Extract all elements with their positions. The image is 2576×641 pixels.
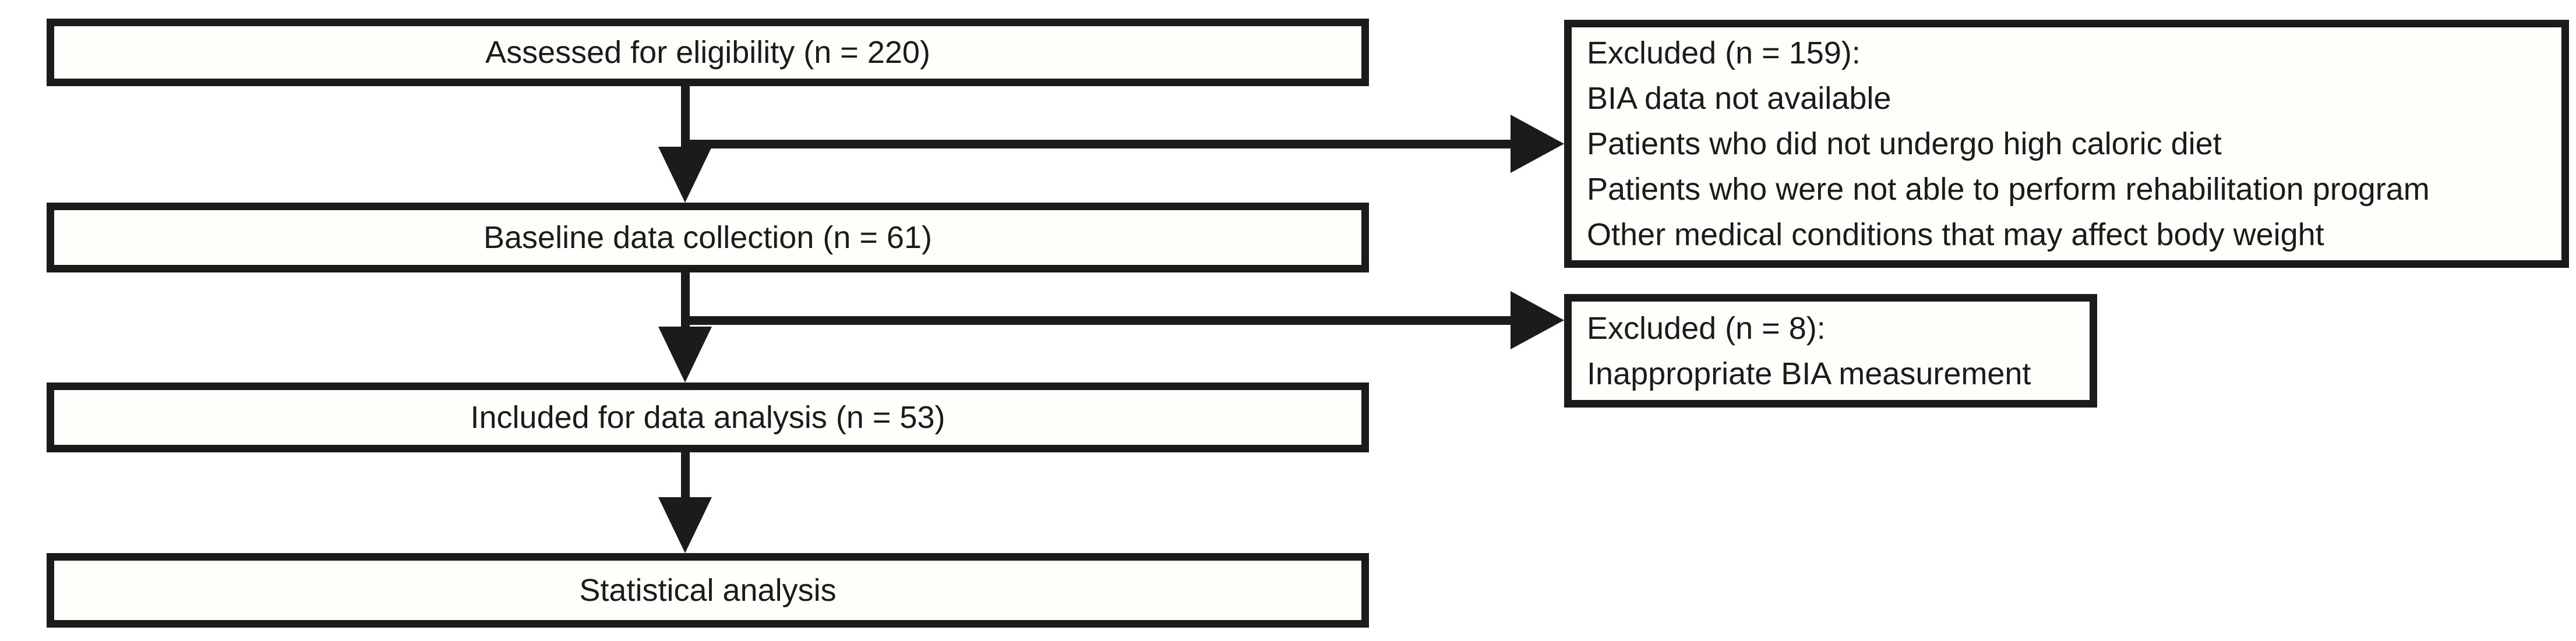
exclusion-1-line: Excluded (n = 159):	[1587, 36, 1861, 70]
connector-line-included-statistical	[681, 452, 690, 505]
exclusion-1-line: Patients who did not undergo high calori…	[1587, 126, 2222, 161]
exclusion-2-line: Inappropriate BIA measurement	[1587, 356, 2031, 391]
arrow-down-icon	[658, 497, 712, 553]
exclusion-1-line: Patients who were not able to perform re…	[1587, 172, 2430, 207]
flow-box-assessed: Assessed for eligibility (n = 220)	[47, 19, 1369, 86]
arrow-right-icon	[1511, 115, 1564, 173]
exclusion-box-2: Excluded (n = 8): Inappropriate BIA meas…	[1564, 294, 2097, 408]
flow-box-baseline-label: Baseline data collection (n = 61)	[484, 220, 932, 255]
flow-box-statistical-label: Statistical analysis	[579, 573, 837, 608]
arrow-down-icon	[658, 327, 712, 383]
arrow-right-icon	[1511, 291, 1564, 349]
exclusion-1-line: BIA data not available	[1587, 81, 1892, 116]
flow-box-assessed-label: Assessed for eligibility (n = 220)	[485, 35, 930, 70]
flow-box-included-label: Included for data analysis (n = 53)	[470, 400, 945, 435]
exclusion-2-line: Excluded (n = 8):	[1587, 310, 1826, 346]
flow-box-baseline: Baseline data collection (n = 61)	[47, 203, 1369, 272]
exclusion-box-1: Excluded (n = 159): BIA data not availab…	[1564, 20, 2569, 268]
exclusion-1-line: Other medical conditions that may affect…	[1587, 217, 2324, 252]
connector-line-excluded-2	[681, 316, 1515, 325]
flow-box-statistical: Statistical analysis	[47, 553, 1369, 628]
connector-line-excluded-1	[681, 140, 1515, 148]
flow-box-included: Included for data analysis (n = 53)	[47, 383, 1369, 452]
connector-line-assessed-baseline	[681, 86, 690, 153]
arrow-down-icon	[658, 147, 712, 203]
